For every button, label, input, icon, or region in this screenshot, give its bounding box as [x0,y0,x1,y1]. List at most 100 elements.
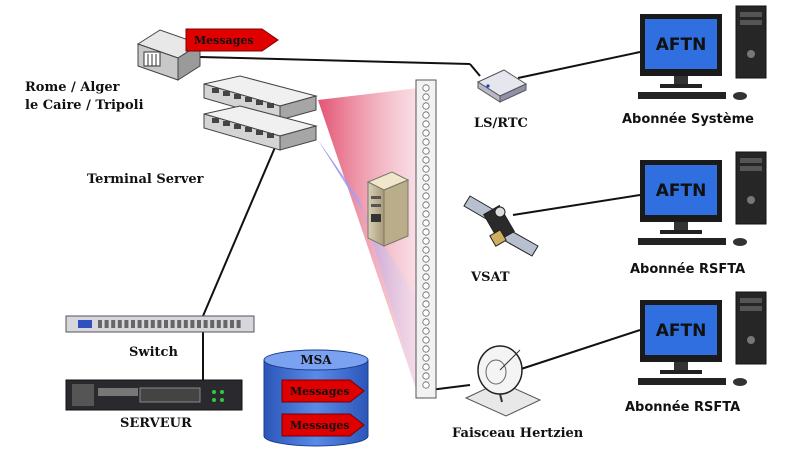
rack-port [422,246,430,254]
message-arrow: Messages [185,28,279,52]
rack-port [422,219,430,227]
switch-port [210,320,215,328]
tower-power-button [747,196,755,204]
terminal-server-port [223,121,230,126]
tower-power-button [747,50,755,58]
lsrtc-modem-icon [476,69,528,103]
switch-port [183,320,188,328]
terminal-server-port [245,97,252,102]
switch-port [124,320,129,328]
mouse [733,92,747,100]
monitor-base [660,370,702,374]
mouse [733,238,747,246]
link-rack-lsrtc-a [469,63,481,77]
rack-port [422,318,430,326]
monitor-screen [645,165,717,215]
subscriber-1-label: Abonnée Système [622,112,754,127]
faisceau-label: Faisceau Hertzien [452,426,584,441]
switch-port [104,320,109,328]
switch-port [170,320,175,328]
tower-pc [735,151,767,225]
rack-port [422,291,430,299]
keyboard [638,378,726,385]
msa-message-1-label: Messages [290,385,350,398]
rack-port [422,372,430,380]
tower-drive [740,12,762,17]
monitor-screen [645,305,717,355]
tower-power-button [747,336,755,344]
switch-port [131,320,135,328]
beam-red [318,88,418,395]
keyboard [638,238,726,245]
rack-port [422,363,430,371]
rack-port [422,309,430,317]
subscriber-3-label: Abonnée RSFTA [625,400,741,415]
link-rack-faisceau [429,384,471,391]
terminal-server-port [212,88,219,93]
rack-port [422,201,430,209]
switch-port [236,320,241,328]
link-faisceau-subscriber3 [517,329,641,371]
msa-message-2: Messages [281,413,365,437]
monitor-screen [645,19,717,69]
switch-port [144,320,149,328]
lsrtc-label: LS/RTC [474,116,528,131]
rack-port [422,381,430,389]
switch-label: Switch [129,345,178,360]
rack-port [422,300,430,308]
rack-port [422,84,430,92]
tower-pc [735,5,767,79]
connection-lines [199,51,641,391]
gateway-label-line1: Rome / Alger [25,80,120,95]
switch-port [177,320,182,328]
rack-port [422,255,430,263]
central-tower-icon [366,171,410,247]
switch-port [164,320,168,328]
rack-port [422,147,430,155]
message-source-device [136,29,202,81]
rack-port [422,228,430,236]
rack-port [422,120,430,128]
faisceau-dish-icon [464,345,542,417]
terminal-server-port [256,100,263,105]
rack-port [422,345,430,353]
monitor-screen-text: AFTN [656,321,707,341]
terminal-server-port [234,124,241,129]
tower-drive [740,20,762,25]
terminal-server-port [234,94,241,99]
terminal-server-port [212,118,219,123]
switch-port [157,320,162,328]
monitor-base [660,84,702,88]
rack-port [422,183,430,191]
rack-port [422,192,430,200]
terminal-server-port [256,130,263,135]
rack-port [422,102,430,110]
rack-port [422,210,430,218]
rack-port [422,264,430,272]
monitor-base [660,230,702,234]
server-label: SERVEUR [120,416,192,431]
rack-port [422,138,430,146]
tower-drive [740,298,762,303]
rack-port [422,354,430,362]
rack-port [422,111,430,119]
terminal-server-port [267,103,274,108]
terminal-server-port [223,91,230,96]
monitor-stand [674,222,688,230]
terminal-server-port [267,133,274,138]
link-lsrtc-subscriber1 [517,51,641,79]
switch-port [137,320,142,328]
link-gateway-rack [199,56,471,65]
rack-port [422,93,430,101]
msa-message-2-label: Messages [290,419,350,432]
rack-port [422,282,430,290]
terminal-server-icon [203,75,318,151]
tower-drive [740,158,762,163]
tower-pc [735,291,767,365]
gateway-label-line2: le Caire / Tripoli [25,98,144,113]
switch-port [223,320,228,328]
rack-port [422,327,430,335]
switch-port [150,320,155,328]
switch-port [190,320,195,328]
